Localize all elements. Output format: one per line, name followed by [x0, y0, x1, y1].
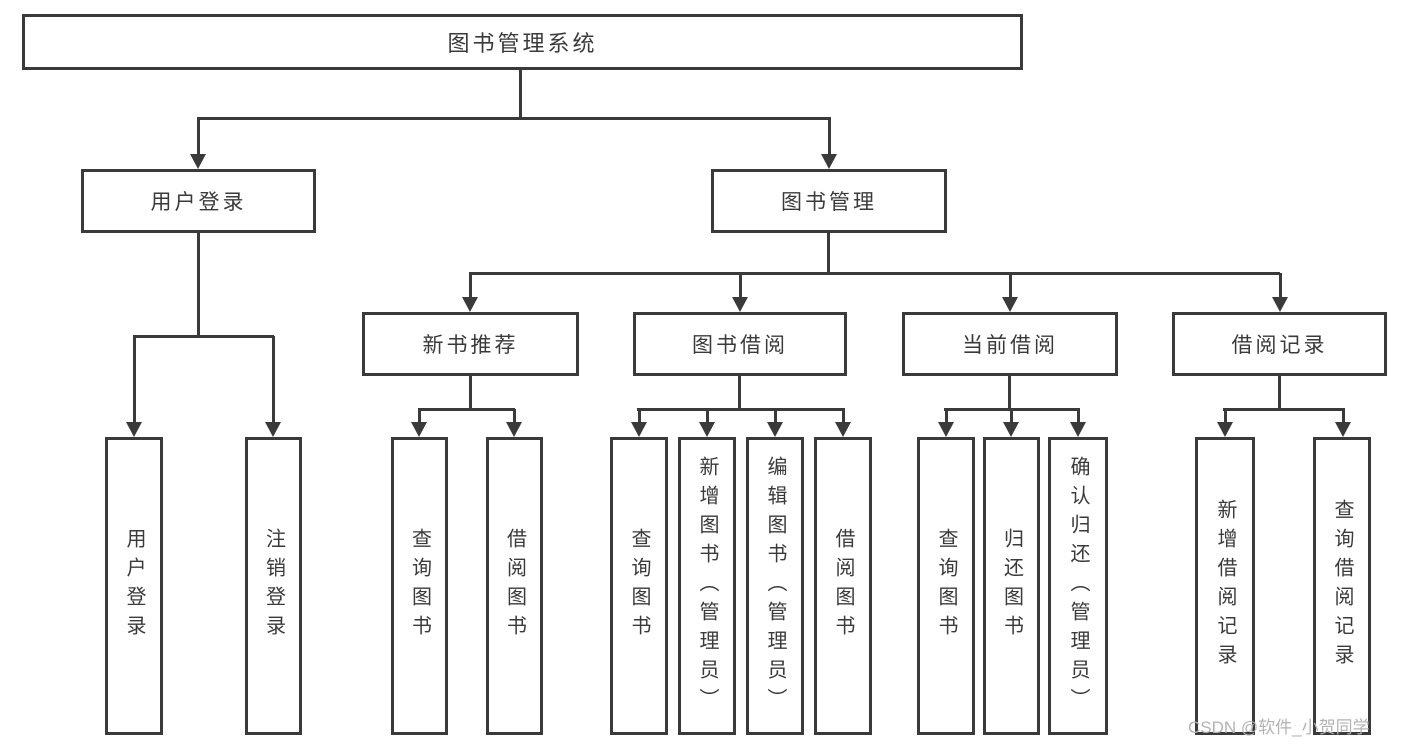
arrow-to-leaf-query-book-2 — [631, 409, 647, 437]
connector-root-stem — [519, 70, 522, 117]
arrow-to-leaf-add-borrow-record — [1217, 409, 1233, 437]
leaf-add-borrow-record: 新增借阅记录 — [1195, 437, 1255, 735]
arrow-to-leaf-user-login — [126, 336, 142, 437]
leaf-return-book-label: 归还图书 — [1000, 528, 1023, 644]
connector-borrow-record-split — [1223, 408, 1345, 411]
leaf-add-borrow-record-label: 新增借阅记录 — [1214, 499, 1236, 673]
leaf-logout-label: 注销登录 — [262, 528, 285, 644]
connector-user-login-split — [133, 335, 274, 338]
arrow-to-leaf-query-book-3 — [938, 409, 954, 437]
arrow-to-leaf-return-book — [1003, 409, 1019, 437]
leaf-query-borrow-record: 查询借阅记录 — [1313, 437, 1371, 735]
leaf-query-book-2-label: 查询图书 — [628, 528, 650, 644]
csdn-watermark: CSDN @软件_小贺同学 — [1188, 718, 1370, 737]
leaf-user-login-label: 用户登录 — [123, 528, 145, 644]
connector-root-split — [197, 117, 831, 120]
node-root-label: 图书管理系统 — [447, 31, 598, 56]
arrow-to-book-borrow — [732, 273, 748, 312]
leaf-query-book-1: 查询图书 — [391, 437, 448, 735]
leaf-borrow-book-2: 借阅图书 — [814, 437, 872, 735]
arrow-to-leaf-add-book — [699, 409, 715, 437]
leaf-borrow-book-1-label: 借阅图书 — [503, 528, 526, 644]
arrow-to-borrow-record — [1272, 273, 1288, 312]
leaf-borrow-book-2-label: 借阅图书 — [832, 528, 854, 644]
arrow-to-new-book-recommend — [462, 273, 478, 312]
leaf-query-book-2: 查询图书 — [610, 437, 668, 735]
connector-new-book-split — [418, 408, 515, 411]
leaf-return-book: 归还图书 — [983, 437, 1040, 735]
arrow-to-leaf-borrow-book-1 — [506, 409, 522, 437]
node-new-book-recommend-label: 新书推荐 — [422, 334, 519, 357]
node-user-login: 用户登录 — [81, 169, 316, 233]
node-borrow-record-label: 借阅记录 — [1231, 334, 1328, 357]
leaf-query-borrow-record-label: 查询借阅记录 — [1331, 499, 1353, 673]
leaf-add-book: 新增图书（管理员） — [678, 437, 736, 735]
leaf-confirm-return: 确认归还（管理员） — [1048, 437, 1108, 735]
node-root: 图书管理系统 — [22, 14, 1023, 70]
leaf-add-book-label: 新增图书（管理员） — [696, 455, 718, 717]
arrow-to-leaf-query-book-1 — [411, 409, 427, 437]
leaf-query-book-3: 查询图书 — [917, 437, 975, 735]
arrow-to-leaf-edit-book — [767, 409, 783, 437]
connector-new-book-stem — [469, 376, 472, 408]
leaf-edit-book-label: 编辑图书（管理员） — [764, 455, 786, 717]
leaf-query-book-1-label: 查询图书 — [408, 528, 431, 644]
connector-borrow-record-stem — [1278, 376, 1281, 408]
node-borrow-record: 借阅记录 — [1172, 312, 1387, 376]
node-book-management: 图书管理 — [711, 169, 947, 233]
node-book-borrow-label: 图书借阅 — [692, 334, 788, 357]
leaf-confirm-return-label: 确认归还（管理员） — [1067, 455, 1089, 717]
leaf-user-login: 用户登录 — [105, 437, 163, 735]
arrow-to-leaf-confirm-return — [1070, 409, 1086, 437]
arrow-to-current-borrow — [1002, 273, 1018, 312]
leaf-logout: 注销登录 — [245, 437, 302, 735]
arrow-to-user-login — [190, 118, 206, 169]
connector-book-management-split — [469, 272, 1280, 275]
leaf-edit-book: 编辑图书（管理员） — [746, 437, 804, 735]
connector-book-borrow-stem — [738, 376, 741, 408]
connector-current-borrow-stem — [1008, 376, 1011, 408]
leaf-borrow-book-1: 借阅图书 — [486, 437, 543, 735]
arrow-to-book-management — [821, 118, 837, 169]
arrow-to-leaf-query-borrow-record — [1335, 409, 1351, 437]
arrow-to-leaf-borrow-book-2 — [835, 409, 851, 437]
node-current-borrow: 当前借阅 — [902, 312, 1118, 376]
connector-book-management-stem — [827, 233, 830, 272]
node-book-management-label: 图书管理 — [781, 191, 877, 214]
connector-book-borrow-split — [637, 408, 845, 411]
leaf-query-book-3-label: 查询图书 — [935, 528, 957, 644]
node-current-borrow-label: 当前借阅 — [962, 334, 1058, 357]
arrow-to-leaf-logout — [265, 336, 281, 437]
node-new-book-recommend: 新书推荐 — [362, 312, 579, 376]
connector-user-login-stem — [197, 233, 200, 335]
node-book-borrow: 图书借阅 — [633, 312, 847, 376]
node-user-login-label: 用户登录 — [150, 191, 247, 214]
